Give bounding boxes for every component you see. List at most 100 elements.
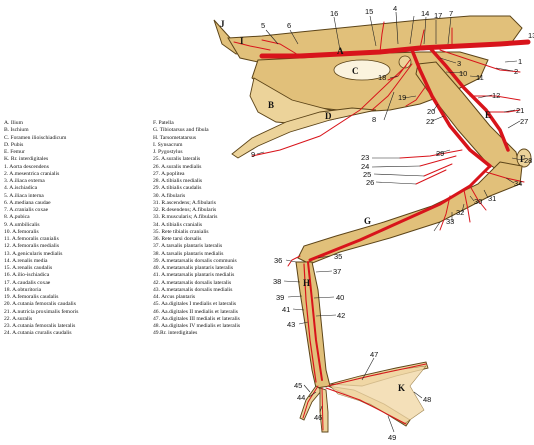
region-letter-B: B bbox=[268, 100, 274, 110]
callout-16: 16 bbox=[330, 9, 338, 18]
callout-22: 22 bbox=[426, 117, 434, 126]
callout-21: 21 bbox=[516, 106, 524, 115]
callout-36: 36 bbox=[274, 256, 282, 265]
legend-entry: 37. A.tarsalis plantaris lateralis bbox=[153, 243, 223, 250]
callout-7: 7 bbox=[449, 9, 453, 18]
region-letter-A: A bbox=[337, 46, 344, 56]
legend-entry: F. Patella bbox=[153, 120, 174, 126]
region-letter-G: G bbox=[364, 216, 371, 226]
region-letter-I: I bbox=[240, 36, 244, 46]
legend-entry: I. Synsacrum bbox=[153, 141, 183, 148]
region-letter-K: K bbox=[398, 383, 405, 393]
toe-digit-2 bbox=[319, 387, 329, 433]
callout-6: 6 bbox=[287, 21, 291, 30]
legend-entry: B. Ischium bbox=[4, 127, 29, 134]
legend-entry: 39. A.metatarsalis dorsalis communis bbox=[153, 257, 237, 264]
legend-entry: 2. A.mesentrica cranialis bbox=[4, 170, 60, 177]
legend-entry: 7. A.cranialis coxae bbox=[4, 207, 49, 213]
region-letter-F: F bbox=[520, 154, 526, 164]
callout-45: 45 bbox=[294, 381, 302, 390]
foramen-ilioischiadicum bbox=[333, 59, 391, 81]
region-letters: I J A B C D E F G H K bbox=[220, 19, 526, 393]
region-letter-E: E bbox=[485, 110, 491, 120]
legend-entry: D. Pubis bbox=[4, 141, 24, 148]
callout-2: 2 bbox=[514, 67, 518, 76]
legend-entry: 34. A.tibialis cranialis bbox=[153, 221, 203, 228]
callout-49: 49 bbox=[388, 433, 396, 442]
legend-entry: 23. A.cutania femoralis lateralis bbox=[4, 323, 76, 329]
legend-entry: 49.Rr. interdigitales bbox=[153, 330, 198, 337]
callout-19: 19 bbox=[398, 93, 406, 102]
callout-42: 42 bbox=[337, 311, 345, 320]
legend-entry: 26. A.suralis medialis bbox=[153, 163, 202, 170]
region-letter-J: J bbox=[220, 19, 225, 29]
tarsometatarsus-bone bbox=[295, 261, 331, 389]
legend-entry: 30. A.fibularis bbox=[153, 192, 186, 199]
legend-entry: A. Ilium bbox=[4, 120, 23, 126]
legend-entry: 15. A.renalis caudalis bbox=[4, 265, 53, 271]
callout-47: 47 bbox=[370, 350, 378, 359]
patella-bone bbox=[516, 148, 532, 168]
legend-entry: 17. A.caudalis coxae bbox=[4, 279, 51, 286]
callout-18: 18 bbox=[378, 73, 386, 82]
callout-4: 4 bbox=[393, 4, 397, 13]
rete-tarsi bbox=[287, 255, 325, 267]
legend-entry: 19. A.femoralis caudalis bbox=[4, 294, 59, 300]
legend-entry: 14. A.renalis media bbox=[4, 257, 48, 264]
legend-entry: 35. Rete tibialis cranialis bbox=[153, 228, 209, 235]
mediana-caudae bbox=[233, 41, 271, 51]
arteries bbox=[233, 21, 531, 431]
legend-entry: 24. A.cutania cruralis caudalis bbox=[4, 330, 72, 337]
legend-entry: 16. A.ilio-ischiadica bbox=[4, 272, 50, 279]
umbilicalis bbox=[251, 65, 407, 157]
callout-38: 38 bbox=[273, 277, 281, 286]
legend-entry: 48. Aa.digitales IV medialis et laterali… bbox=[153, 323, 241, 329]
legend-entry: 32. R.desendens; A.fibularis bbox=[153, 207, 217, 213]
cranialis-coxae bbox=[439, 49, 521, 73]
tibiotarsus-bone bbox=[297, 161, 523, 265]
iliac-interna bbox=[261, 39, 301, 57]
digital-artery-4 bbox=[327, 363, 427, 387]
callout-29: 29 bbox=[436, 149, 444, 158]
region-letter-C: C bbox=[352, 66, 359, 76]
callout-9: 9 bbox=[251, 150, 255, 159]
legend-entry: J. Pygostylus bbox=[153, 149, 183, 155]
callout-11: 11 bbox=[476, 73, 484, 82]
callout-17: 17 bbox=[434, 11, 442, 20]
legend-entry: H. Tarsometatarsus bbox=[153, 134, 197, 141]
callout-15: 15 bbox=[365, 7, 373, 16]
callout-25: 25 bbox=[363, 170, 371, 179]
legend-entry: 44. Arcus plantaris bbox=[153, 294, 196, 300]
legend-entry: 10. A.femoralis bbox=[4, 228, 39, 235]
aorta-descendens bbox=[259, 39, 531, 59]
callout-46: 46 bbox=[314, 413, 322, 422]
digital-artery-1 bbox=[302, 385, 319, 419]
legend-entry: 8. A.pubica bbox=[4, 214, 30, 221]
legend-entry: 47. Aa.digitales III medialis et lateral… bbox=[153, 315, 240, 322]
callout-3: 3 bbox=[457, 59, 461, 68]
fibular-branches bbox=[439, 185, 487, 231]
callout-40: 40 bbox=[336, 293, 344, 302]
legend-entry: 33. R.muscularis; A.fibularis bbox=[153, 214, 218, 221]
metatarsal-lateral bbox=[303, 263, 317, 383]
legend-entry: 31. R.ascendens; A.fibularis bbox=[153, 199, 216, 206]
femoral-artery bbox=[428, 46, 510, 152]
region-letter-D: D bbox=[325, 111, 332, 121]
legend-entry: 46. Aa.digitales II medialis et laterali… bbox=[153, 308, 238, 315]
legend-entry: 18. A.obturitoria bbox=[4, 286, 42, 293]
callout-5: 5 bbox=[261, 21, 265, 30]
femoral-medialis bbox=[485, 109, 521, 113]
legend-entry: C. Foramen ilioischiadicum bbox=[4, 134, 67, 141]
femoral-caudalis bbox=[405, 85, 427, 107]
legend-entry: E. Femur bbox=[4, 149, 25, 155]
digital-artery-3 bbox=[325, 387, 407, 425]
renal-branches bbox=[379, 21, 453, 53]
legend-entry: 43. A.metatarsalis dorsalis medialis bbox=[153, 286, 233, 293]
callout-20: 20 bbox=[427, 107, 435, 116]
callout-34: 34 bbox=[514, 179, 522, 188]
callout-41: 41 bbox=[282, 305, 290, 314]
region-letter-H: H bbox=[303, 278, 310, 288]
